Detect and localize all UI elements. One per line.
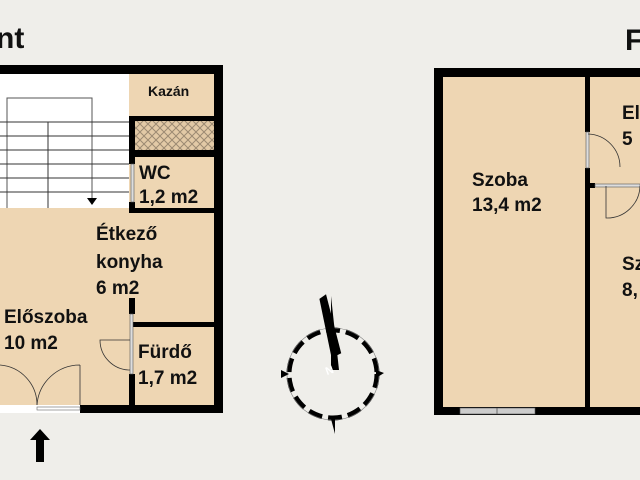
room-sz-area: 8, (622, 280, 638, 301)
left-plan: Kazán WC 1,2 m2 Étkező konyha 6 m2 Elősz… (0, 65, 223, 462)
room-szoba-name: Szoba (472, 170, 528, 191)
room-sz-name: Sz (622, 254, 640, 275)
room-etkezo-name2: konyha (96, 252, 163, 273)
staircase (0, 74, 129, 208)
room-eloszoba-name: Előszoba (4, 307, 88, 328)
room-furdo-name: Fürdő (138, 342, 192, 363)
compass-north-label: N (324, 364, 336, 378)
room-kazan-name: Kazán (148, 83, 189, 99)
right-plan: Szoba 13,4 m2 El 5 Sz 8, (434, 68, 640, 415)
room-eloszoba-area: 10 m2 (4, 333, 58, 354)
compass-icon: N (281, 294, 384, 434)
walls (0, 65, 223, 413)
room-wc-area: 1,2 m2 (139, 187, 198, 208)
room-etkezo-area: 6 m2 (96, 278, 139, 299)
hatched-area (135, 121, 214, 150)
room-wc-name: WC (139, 163, 171, 184)
room-el-name: El (622, 103, 640, 124)
left-plan-title: nt (0, 22, 24, 55)
right-plan-title: F (625, 24, 640, 57)
room-szoba-area: 13,4 m2 (472, 195, 542, 216)
room-el-area: 5 (622, 129, 633, 150)
room-etkezo-name: Étkező (96, 223, 157, 245)
room-furdo-area: 1,7 m2 (138, 368, 197, 389)
arrow-up-icon (30, 429, 50, 462)
